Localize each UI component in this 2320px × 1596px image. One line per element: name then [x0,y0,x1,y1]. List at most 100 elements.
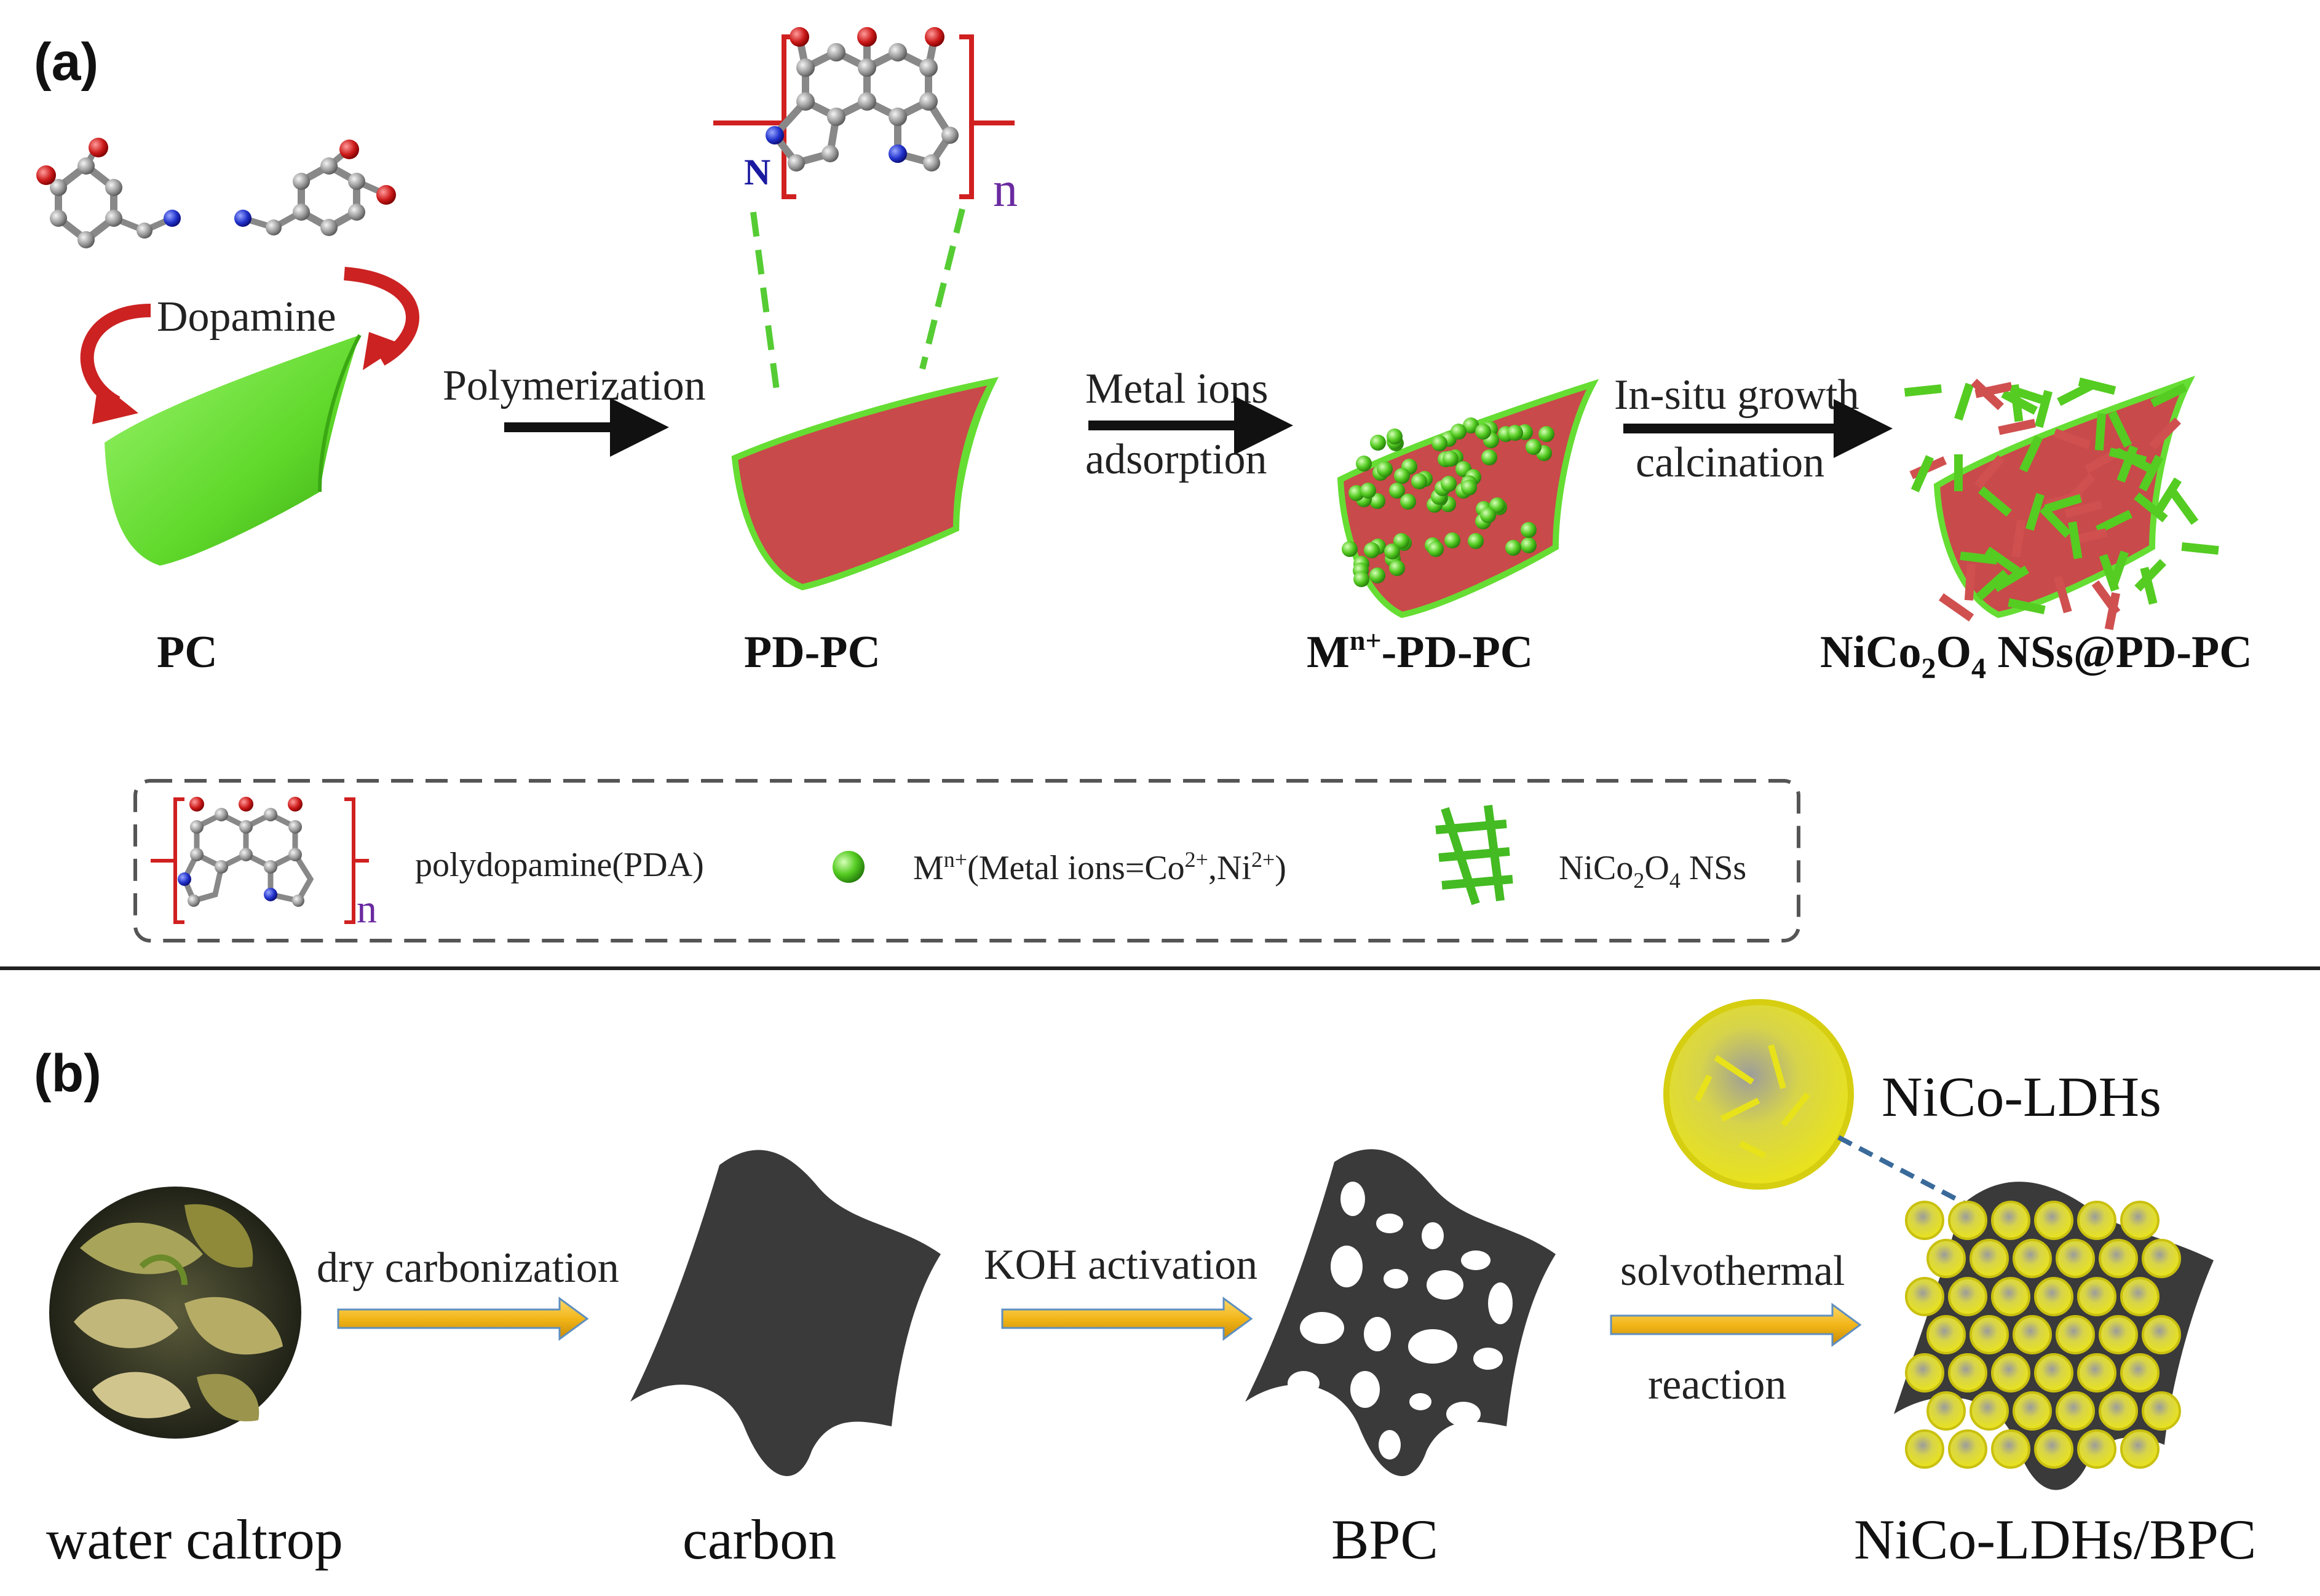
nanosheet-flake [2025,492,2045,531]
solvothermal-arrow [1610,1303,1862,1347]
nanosheet-flake [2108,411,2132,448]
metal-ion-dot [1394,468,1410,484]
metal-ion-dot [1342,541,1358,557]
curved-arrow-right-icon [344,267,419,366]
ldh-sphere [1905,1277,1944,1316]
nanosheet-flake [2094,413,2106,451]
ldh-inset-sphere [1663,999,1854,1190]
dry-carbonization-label: dry carbonization [317,1244,619,1292]
metal-ion-dot [1400,494,1416,510]
pd-pc-sheet [731,377,999,591]
name-mn-pd-pc: Mn+-PD-PC [1307,625,1533,678]
nico-ldhs-inset-label: NiCo-LDHs [1882,1065,2161,1128]
nanosheet-flake [1954,454,1963,491]
nanosheet-flake [2169,490,2199,525]
pore [1379,1430,1401,1460]
ldh-sphere [2034,1277,2073,1316]
name-nico2o4-nss-pd-pc: NiCo2O4 NSs@PD-PC [1820,627,2252,685]
nanosheet-flake [2009,385,2048,405]
ldh-sphere [1905,1429,1944,1469]
name-nico-ldhs-bpc: NiCo-LDHs/BPC [1854,1508,2256,1571]
pore [1408,1329,1457,1364]
ldh-sphere [1948,1201,1987,1240]
reaction-label: reaction [1648,1361,1786,1408]
pore [1427,1270,1463,1300]
legend-nanosheet-icon [1435,805,1513,906]
ldh-sphere [2034,1353,2073,1393]
nanosheet-flake [2057,381,2094,406]
pore [1364,1317,1391,1351]
ldh-sphere [2077,1201,2116,1240]
water-caltrop-photo [49,1187,301,1439]
ldh-sphere [2013,1315,2052,1354]
in-situ-growth-label: In-situ growth [1614,371,1859,419]
ldh-sphere [2077,1277,2116,1316]
metal-ion-dot [1463,417,1479,433]
ldh-sphere [2120,1429,2160,1469]
metal-ion-dot [1369,493,1385,509]
nanosheet-flake [1974,382,2013,398]
metal-ion-dot [1521,522,1537,538]
ldh-sphere [1991,1201,2030,1240]
ldh-sphere [1926,1315,1966,1354]
ldh-sphere [1970,1391,2009,1431]
metal-ion-dot [1369,567,1385,583]
ldh-sphere [1991,1277,2030,1316]
ldh-sphere [1926,1239,1966,1278]
metal-ion-dot [1461,480,1477,496]
nanosheet-flake [1938,593,1974,622]
metal-ion-dot [1505,540,1521,556]
pore [1384,1269,1408,1289]
nanosheet-flake [2139,454,2163,492]
nanosheet-flake [2053,428,2091,449]
ldh-sphere [2120,1353,2160,1393]
adsorption-label: adsorption [1085,436,1267,483]
pore [1331,1246,1363,1287]
name-pc: PC [157,627,218,678]
pore [1340,1182,1365,1216]
panel-a-label: (a) [34,33,98,92]
ldh-sphere [2120,1277,2160,1316]
curved-arrow-left-icon [80,304,151,409]
nico-ldhs-bpc-sheet [1894,1182,2214,1490]
metal-ion-dot [1431,435,1447,451]
nanosheet-flake [1964,563,1976,601]
pore [1409,1393,1431,1410]
carbon-sheet [630,1150,941,1476]
nanosheet-flake [1954,382,1974,421]
nanosheet-flake [2068,521,2083,559]
ldh-sphere [2099,1391,2138,1431]
repeat-unit-n: n [993,163,1018,217]
metal-ion-dot [1389,560,1405,576]
metal-ion-dot [1480,507,1496,523]
nanosheet-flake [2008,598,2046,615]
nitrogen-label: N [744,152,770,192]
nanosheet-flake [2019,435,2043,473]
bpc-sheet [1245,1149,1556,1476]
nanosheet-flake [2104,592,2120,630]
nanosheet-flake [2134,559,2166,592]
metal-ion-dot [1428,541,1444,557]
ldh-sphere [2013,1391,2052,1431]
metal-ion-dot [1468,533,1484,549]
ldh-sphere [2056,1391,2095,1431]
legend-pda-structure [151,797,369,924]
nanosheet-flake [2134,492,2168,523]
name-carbon: carbon [683,1508,836,1571]
nanosheet-flake [1910,455,1934,492]
ldh-sphere [1970,1239,2009,1278]
metal-ion-dot [1526,439,1542,455]
metal-ion-dot [1411,473,1427,489]
metal-ion-dot [1451,424,1467,440]
metal-ion-dot [1521,537,1537,553]
ldh-sphere [2120,1201,2160,1240]
zoom-dash-left [750,211,781,400]
name-water-caltrop: water caltrop [46,1508,343,1571]
name-bpc: BPC [1331,1508,1438,1571]
nanosheet-flake [2011,519,2025,558]
dopamine-label: Dopamine [157,293,336,341]
ldh-sphere [2056,1239,2095,1278]
ldh-sphere [1991,1429,2030,1469]
ldh-sphere [2099,1315,2138,1354]
legend-box [133,779,1800,942]
